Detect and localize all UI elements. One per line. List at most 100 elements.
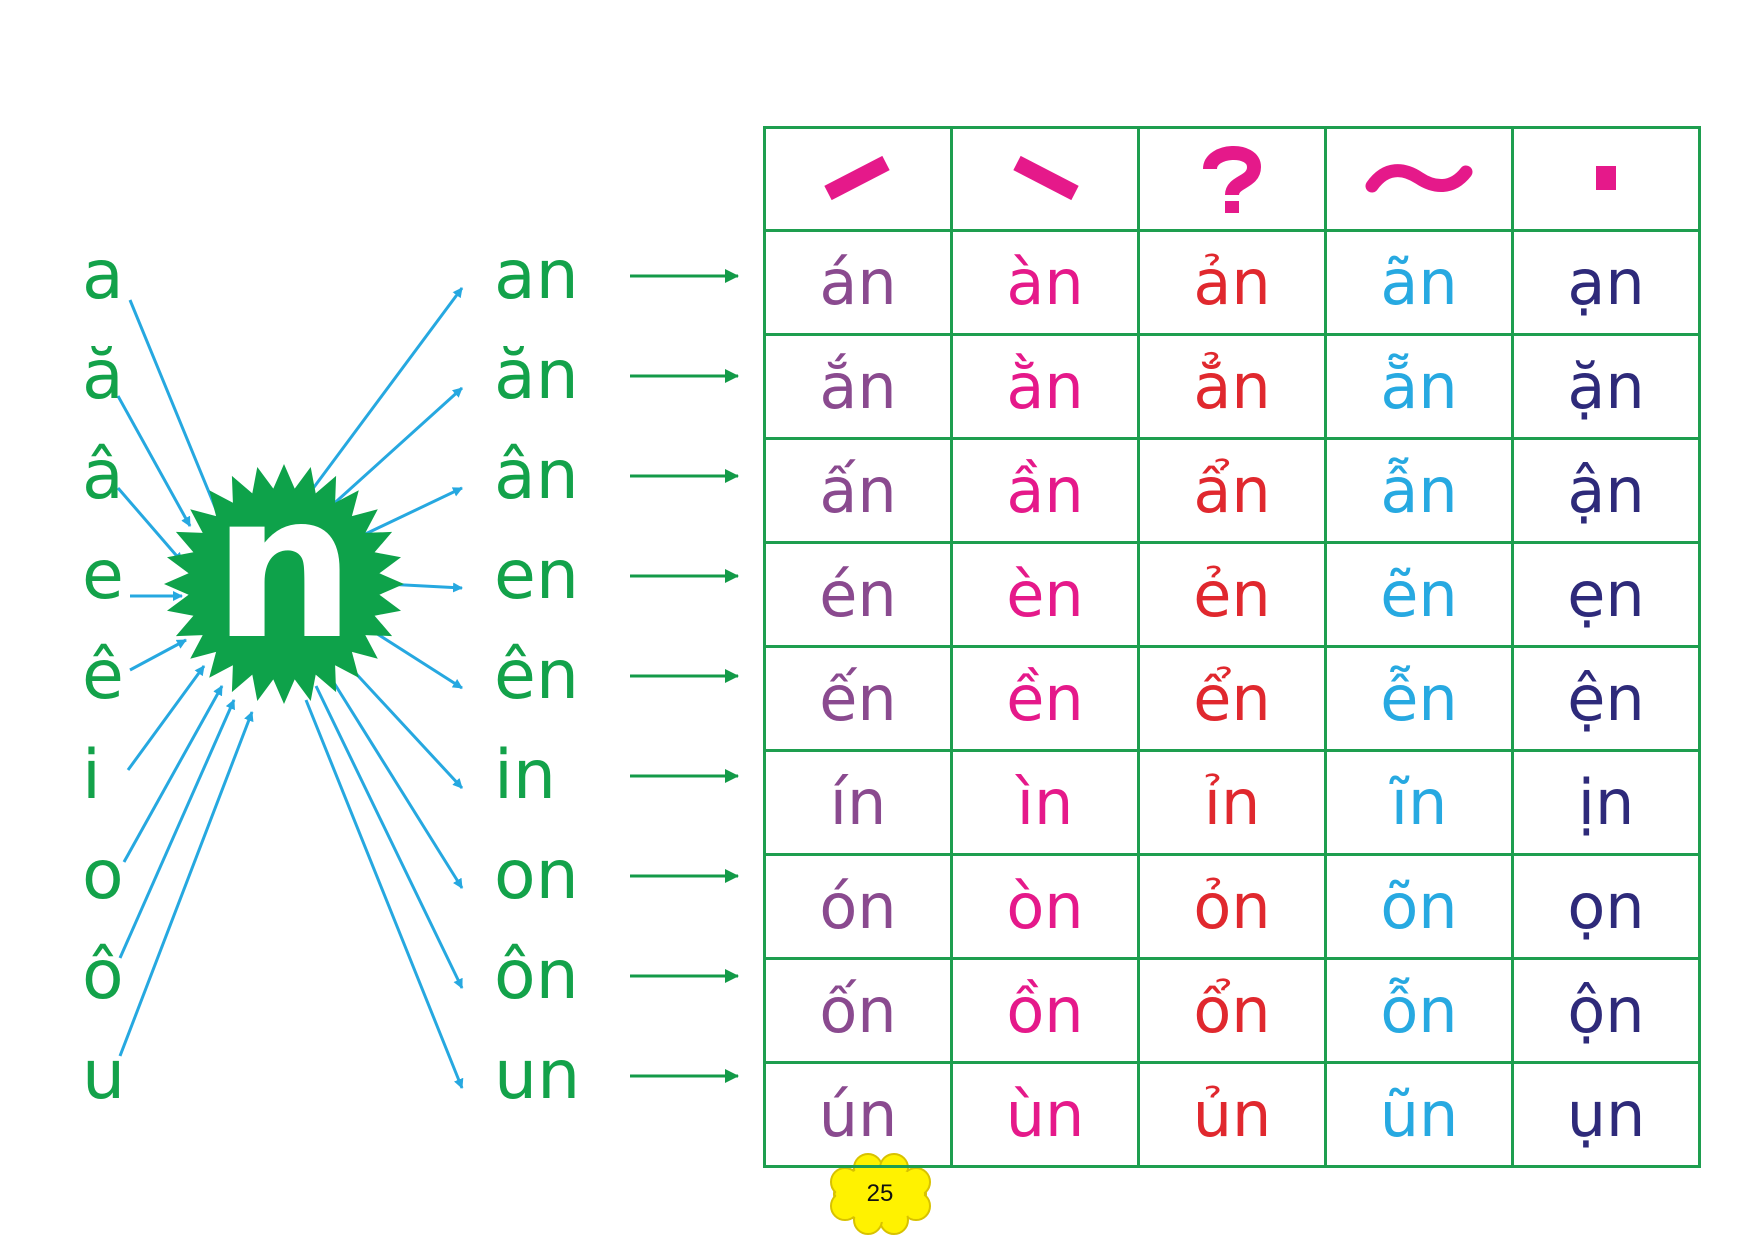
hook-tone-mark-icon xyxy=(1203,146,1262,213)
tone-cell: ện xyxy=(1511,645,1701,752)
syllable-on-circumflex: ôn xyxy=(494,936,579,1015)
tone-cell: ổn xyxy=(1137,957,1327,1064)
tone-cell: ỏn xyxy=(1137,853,1327,960)
page-number: 25 xyxy=(866,1180,894,1207)
tone-cell: ìn xyxy=(950,749,1140,856)
tone-cell: õn xyxy=(1324,853,1514,960)
tone-cell: ận xyxy=(1511,437,1701,544)
tone-cell: ển xyxy=(1137,645,1327,752)
n-to-syllable-arrows xyxy=(298,287,464,1089)
tone-cell: ẽn xyxy=(1324,541,1514,648)
dot-below-tone-mark-icon xyxy=(1596,166,1616,190)
tone-cell: àn xyxy=(950,229,1140,336)
tone-cell: ịn xyxy=(1511,749,1701,856)
tone-cell: ỉn xyxy=(1137,749,1327,856)
tone-cell: ộn xyxy=(1511,957,1701,1064)
tone-cell: ọn xyxy=(1511,853,1701,960)
tone-header-cell xyxy=(763,126,953,232)
vowel-arrow xyxy=(118,711,254,1057)
vowel-to-n-arrows xyxy=(116,299,254,1057)
vowel-arrow xyxy=(122,685,224,863)
tone-cell: ấn xyxy=(763,437,953,544)
vowel-arrow xyxy=(128,299,224,525)
acute-tone-mark-icon xyxy=(824,155,890,201)
tone-cell: ạn xyxy=(1511,229,1701,336)
tilde-tone-mark-icon xyxy=(1365,164,1473,193)
syllable-arrow xyxy=(324,669,464,889)
syllable-in: in xyxy=(494,736,556,815)
vowel-arrow xyxy=(129,638,187,672)
tone-cell: èn xyxy=(950,541,1140,648)
tone-cell: ụn xyxy=(1511,1061,1701,1168)
tone-cell: ản xyxy=(1137,229,1327,336)
syllable-en-circumflex: ên xyxy=(494,636,579,715)
tone-cell: ặn xyxy=(1511,333,1701,440)
tone-cell: én xyxy=(763,541,953,648)
vowel-arrow xyxy=(126,665,206,771)
tone-cell: ằn xyxy=(950,333,1140,440)
tone-cell: ùn xyxy=(950,1061,1140,1168)
tone-cell: ồn xyxy=(950,957,1140,1064)
tone-cell: ãn xyxy=(1324,229,1514,336)
page-number-flower xyxy=(830,1153,931,1235)
syllable-arrow xyxy=(314,685,464,989)
vowel-e-circumflex: ê xyxy=(82,636,124,715)
syllable-un: un xyxy=(494,1036,581,1115)
tone-cell: ón xyxy=(763,853,953,960)
starburst-shape xyxy=(164,464,404,704)
vowel-arrow xyxy=(116,395,192,527)
tone-cell: ũn xyxy=(1324,1061,1514,1168)
syllable-arrow xyxy=(316,386,464,520)
tone-header-cell xyxy=(1324,126,1514,232)
tone-cell: ễn xyxy=(1324,645,1514,752)
vowel-o: o xyxy=(82,836,124,915)
vowel-o-circumflex: ô xyxy=(82,936,124,1015)
tone-cell: ến xyxy=(763,645,953,752)
tone-cell: òn xyxy=(950,853,1140,960)
grave-tone-mark-icon xyxy=(1013,155,1079,201)
tone-cell: ốn xyxy=(763,957,953,1064)
syllable-arrow xyxy=(304,699,464,1089)
tone-cell: ún xyxy=(763,1061,953,1168)
tone-cell: ủn xyxy=(1137,1061,1327,1168)
vowel-a: a xyxy=(82,236,124,315)
vowel-a-breve: ă xyxy=(82,336,124,415)
tone-header-cell xyxy=(1511,126,1701,232)
syllable-to-table-arrows xyxy=(630,269,739,1083)
tone-header-cell xyxy=(950,126,1140,232)
tone-cell: ẩn xyxy=(1137,437,1327,544)
vowel-a-circumflex: â xyxy=(82,436,124,515)
center-consonant-n: n xyxy=(212,451,356,684)
tone-cell: ín xyxy=(763,749,953,856)
vowel-arrow xyxy=(116,487,184,563)
syllable-an-circumflex: ân xyxy=(494,436,579,515)
syllable-arrow xyxy=(298,287,464,507)
syllable-en: en xyxy=(494,536,579,615)
tone-cell: ẳn xyxy=(1137,333,1327,440)
tone-cell: ỗn xyxy=(1324,957,1514,1064)
tone-header-row xyxy=(763,126,1701,232)
vowel-e: e xyxy=(82,536,124,615)
syllable-an-breve: ăn xyxy=(494,336,579,415)
vowel-arrow xyxy=(118,699,236,959)
tone-cell: ẵn xyxy=(1324,333,1514,440)
vowel-u: u xyxy=(82,1036,126,1115)
tone-cell: ắn xyxy=(763,333,953,440)
tone-cell: án xyxy=(763,229,953,336)
tone-cell: ền xyxy=(950,645,1140,752)
tone-cell: ẹn xyxy=(1511,541,1701,648)
syllable-an: an xyxy=(494,236,579,315)
tone-header-cell xyxy=(1137,126,1327,232)
tone-cell: ẫn xyxy=(1324,437,1514,544)
vowel-i: i xyxy=(82,736,101,815)
tone-cell: ần xyxy=(950,437,1140,544)
